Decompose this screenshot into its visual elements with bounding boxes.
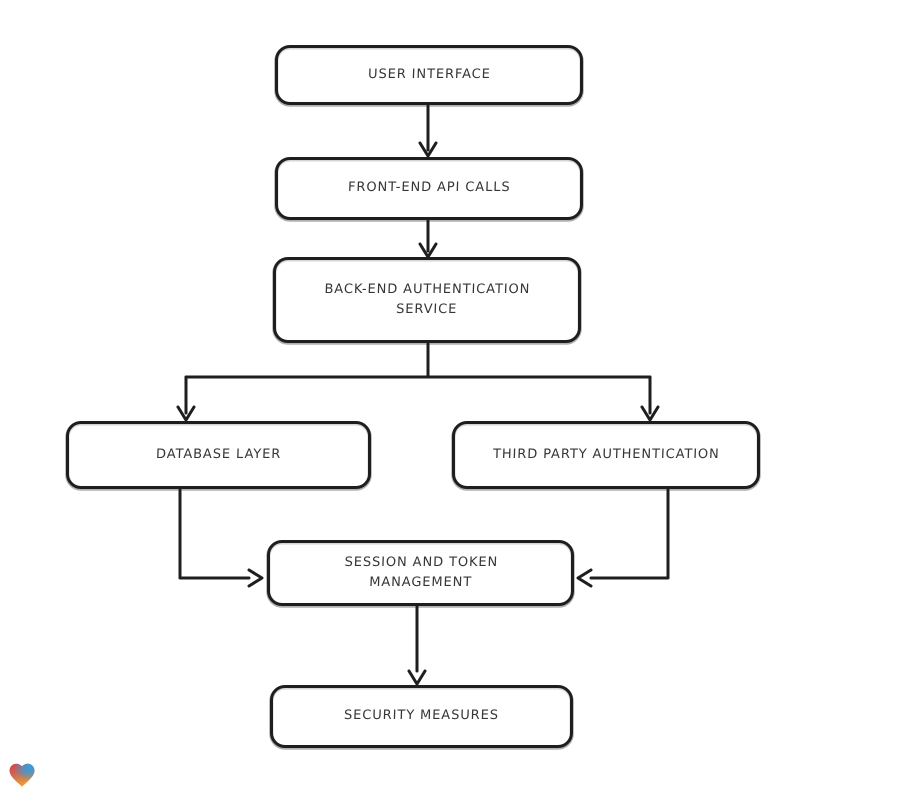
node-label: USER INTERFACE bbox=[367, 66, 491, 82]
edge-back-end-branch bbox=[184, 342, 652, 379]
arrowhead-left bbox=[576, 568, 593, 588]
arrowhead-down bbox=[407, 669, 427, 686]
node-third-party-authentication[interactable]: THIRD PARTY AUTHENTICATION bbox=[452, 421, 760, 489]
heart-icon bbox=[9, 763, 35, 787]
node-label: THIRD PARTY AUTHENTICATION bbox=[492, 446, 720, 462]
node-label: SESSION AND TOKEN MANAGEMENT bbox=[343, 554, 498, 590]
node-session-and-token-management[interactable]: SESSION AND TOKEN MANAGEMENT bbox=[267, 540, 574, 606]
arrowhead-down bbox=[418, 242, 438, 259]
node-security-measures[interactable]: SECURITY MEASURES bbox=[270, 685, 573, 748]
edge-front-end-to-back-end bbox=[418, 219, 438, 259]
edge-database-to-session bbox=[178, 488, 264, 588]
arrowhead-down bbox=[640, 405, 660, 422]
node-label: FRONT-END API CALLS bbox=[347, 180, 511, 196]
node-front-end-api-calls[interactable]: FRONT-END API CALLS bbox=[275, 157, 583, 220]
node-back-end-authentication-service[interactable]: BACK-END AUTHENTICATION SERVICE bbox=[273, 257, 581, 343]
edge-user-interface-to-front-end bbox=[418, 104, 438, 158]
edge-branch-to-database-layer bbox=[176, 375, 196, 422]
edge-session-to-security bbox=[407, 605, 427, 686]
node-label: BACK-END AUTHENTICATION SERVICE bbox=[324, 281, 531, 317]
node-user-interface[interactable]: USER INTERFACE bbox=[275, 45, 583, 105]
node-database-layer[interactable]: DATABASE LAYER bbox=[66, 421, 371, 489]
edge-third-party-to-session bbox=[576, 488, 670, 588]
arrowhead-down bbox=[176, 405, 196, 422]
arrowhead-right bbox=[247, 568, 264, 588]
node-label: DATABASE LAYER bbox=[155, 446, 282, 462]
node-label: SECURITY MEASURES bbox=[343, 708, 500, 724]
edge-branch-to-third-party bbox=[640, 375, 660, 422]
eraser-heart-logo[interactable] bbox=[7, 760, 37, 790]
arrowhead-down bbox=[418, 141, 438, 158]
